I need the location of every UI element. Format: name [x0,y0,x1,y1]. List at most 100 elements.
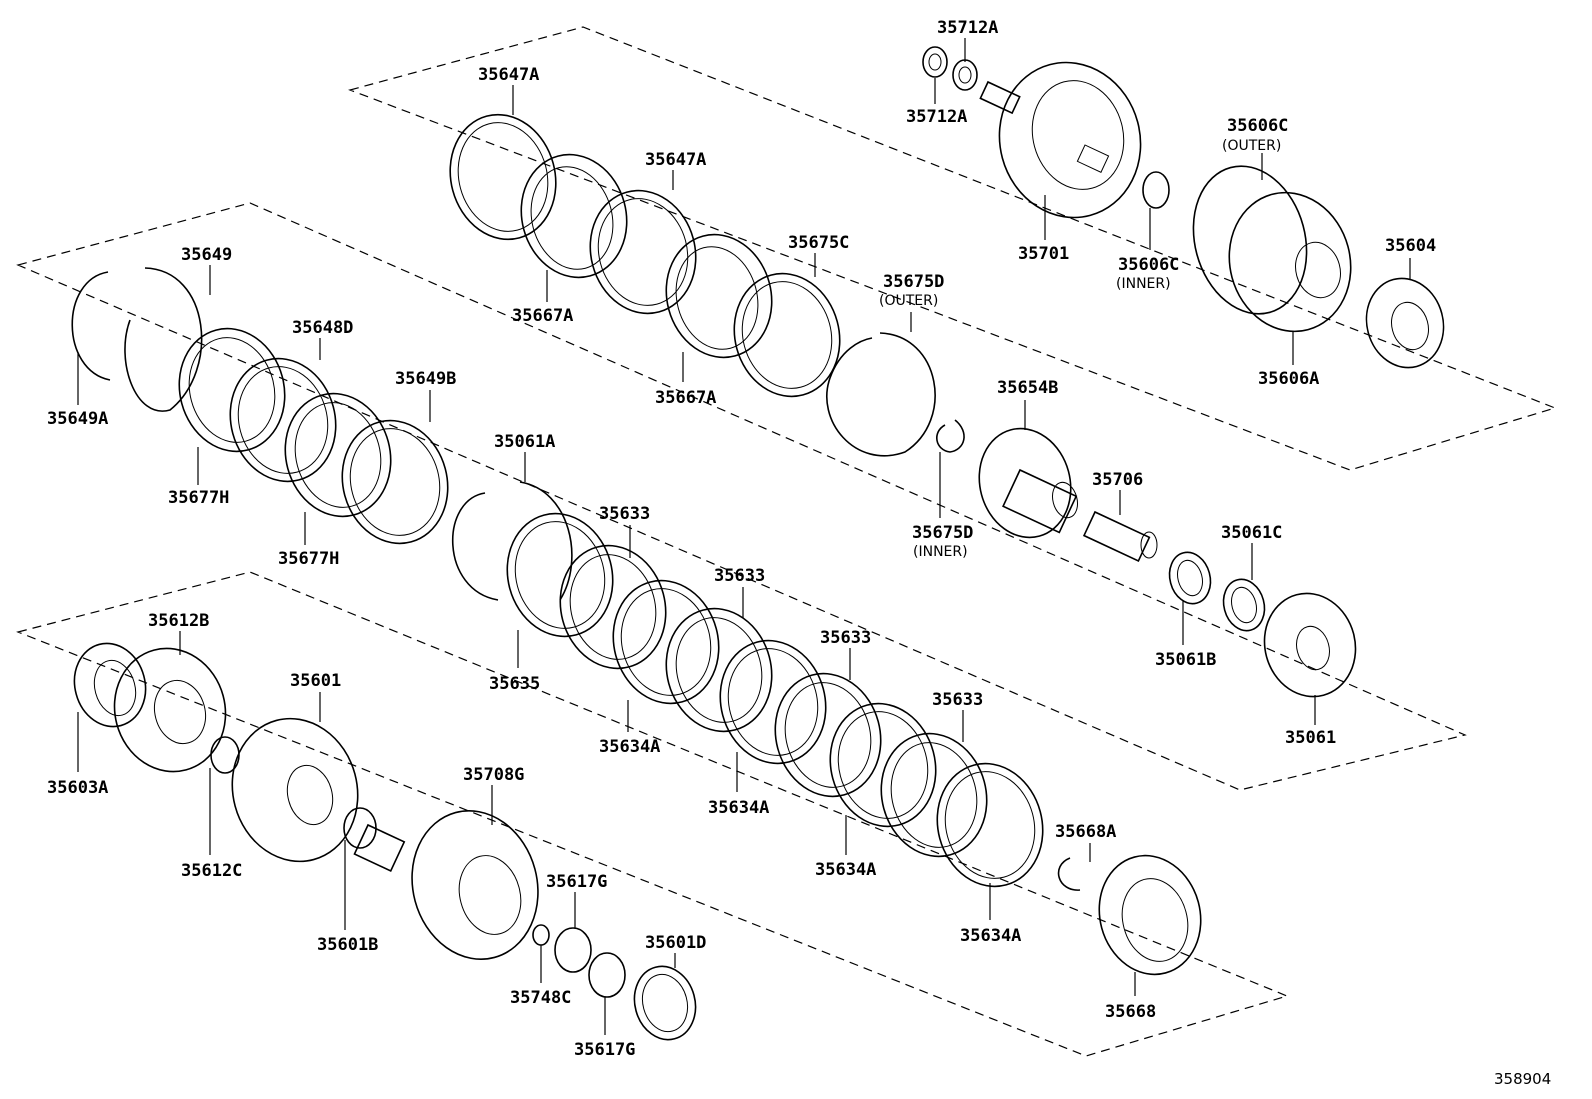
clutch-plate-35647A-2 [589,189,697,315]
clutch-disc-35677H-2 [284,392,392,518]
hub-35668 [1098,854,1202,976]
label-35601D: 35601D [645,933,706,953]
snap-ring-35668A [1057,857,1081,891]
label-35654B: 35654B [997,378,1058,398]
label-35649: 35649 [181,245,232,265]
clutch-disc-35677H-1 [178,327,286,453]
sun-gear-35654B [978,427,1078,539]
shaft-35706 [1082,510,1158,562]
carrier-35061 [1263,592,1357,698]
label-35649B: 35649B [395,369,456,389]
label-35634A-3: 35634A [815,860,876,880]
clutch-plate-35648D [229,357,337,483]
snap-ring-35617G-1 [554,927,592,973]
snap-ring-35617G-2 [588,952,626,998]
leader-lines [77,38,1411,1035]
part-labels: 35712A 35712A 35647A 35647A 35606C (OUTE… [47,18,1436,1060]
label-35634A-2: 35634A [708,798,769,818]
bearing-35712A-top [952,59,978,91]
label-35712A-top: 35712A [937,18,998,38]
label-35633-1: 35633 [599,504,650,524]
label-35701: 35701 [1018,244,1069,264]
label-35061C: 35061C [1221,523,1282,543]
label-35668A: 35668A [1055,822,1116,842]
label-35667A-1: 35667A [512,306,573,326]
label-35612B: 35612B [148,611,209,631]
label-35606C-inner: 35606C [1118,255,1179,275]
clutch-disc-35667A-2 [665,233,773,359]
label-35612C: 35612C [181,861,242,881]
label-35606C-outer: 35606C [1227,116,1288,136]
snap-ring-35649 [124,267,203,412]
label-35677H-2: 35677H [278,549,339,569]
label-35675D-outer: 35675D [883,272,944,292]
clutch-disc-35633-1 [559,544,667,670]
label-35601B: 35601B [317,935,378,955]
snap-ring-35675D-outer [826,332,936,457]
clutch-drum-35601 [231,717,359,863]
label-35677H-1: 35677H [168,488,229,508]
label-35617G-2: 35617G [574,1040,635,1060]
label-35667A-2: 35667A [655,388,716,408]
label-35708G: 35708G [463,765,524,785]
label-35633-2: 35633 [714,566,765,586]
label-35649A: 35649A [47,409,108,429]
lower-assembly-boundary [16,571,1289,1057]
label-35647A-2: 35647A [645,150,706,170]
clutch-plate-35634A-1 [612,579,720,705]
middle-assembly-boundary [16,202,1467,791]
note-35675D-inner: (INNER) [913,544,968,560]
snap-ring-35649A [71,271,111,381]
clutch-plate-35647A-1 [449,113,557,241]
label-35603A: 35603A [47,778,108,798]
clutch-disc-35633-3 [774,672,882,798]
label-35675D-inner: 35675D [912,523,973,543]
piston-35606A [1228,191,1352,333]
bearing-35061C [1222,578,1266,632]
clutch-plate-35675C [733,272,841,398]
clutch-disc-35667A-1 [520,153,628,279]
clutch-plate-35634A-3 [829,702,937,828]
label-35675C: 35675C [788,233,849,253]
label-35601: 35601 [290,671,341,691]
label-35633-3: 35633 [820,628,871,648]
clutch-plate-35634A-4 [936,762,1044,888]
label-35061A: 35061A [494,432,555,452]
clutch-disc-35633-2 [665,607,773,733]
label-35606A: 35606A [1258,369,1319,389]
label-35617G-1: 35617G [546,872,607,892]
note-35606C-inner: (INNER) [1116,276,1171,292]
snap-ring-35675D-inner [936,419,965,453]
clutch-drum-35701 [979,61,1142,219]
figure-code: 358904 [1494,1070,1551,1088]
label-35635: 35635 [489,674,540,694]
washer-35601D [633,965,697,1041]
clutch-plate-35649B [341,419,449,545]
bearing-35748C [532,924,550,946]
label-35647A-1: 35647A [478,65,539,85]
o-ring-35606C-outer [1192,165,1308,315]
o-ring-35606C-inner [1142,171,1170,209]
label-35712A-bottom: 35712A [906,107,967,127]
hub-35604 [1365,277,1445,369]
label-35648D: 35648D [292,318,353,338]
hub-35603A [73,642,147,728]
label-35634A-1: 35634A [599,737,660,757]
clutch-disc-35633-4 [880,732,988,858]
upper-assembly-boundary [348,26,1557,471]
label-35604: 35604 [1385,236,1436,256]
note-35606C-outer: (OUTER) [1222,138,1281,154]
clutch-plate-35634A-2 [719,639,827,765]
snap-ring-35061A [452,481,573,601]
piston-35612B [113,647,227,773]
label-35748C: 35748C [510,988,571,1008]
washer-35061B [1168,551,1212,605]
label-35061: 35061 [1285,728,1336,748]
label-35633-4: 35633 [932,690,983,710]
label-35668: 35668 [1105,1002,1156,1022]
bearing-35712A-bottom [922,46,948,78]
input-shaft-drum-35708G [353,809,539,961]
clutch-plate-35635 [506,512,614,638]
note-35675D-outer: (OUTER) [879,293,938,309]
